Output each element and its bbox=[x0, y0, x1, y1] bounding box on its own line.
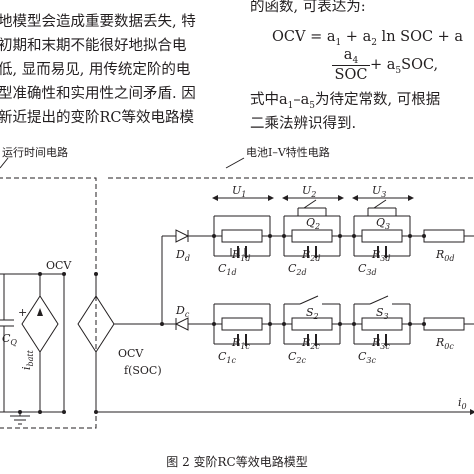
dc-label: Dc bbox=[175, 304, 190, 319]
c2d-label: C2d bbox=[288, 262, 307, 277]
u1-label: U1 bbox=[232, 184, 246, 199]
plus-sign: + bbox=[18, 306, 27, 319]
ibatt-label: ibatt bbox=[20, 349, 35, 370]
s2-label: S2 bbox=[306, 306, 319, 321]
r3d-label: R3d bbox=[371, 248, 391, 263]
q3-label: Q3 bbox=[376, 216, 390, 231]
q2-label: Q2 bbox=[306, 216, 320, 231]
ocv-equation-line-2: + a5SOC, bbox=[370, 57, 439, 76]
runtime-circuit-label: 运行时间电路 bbox=[2, 146, 68, 159]
c2c-label: C2c bbox=[288, 350, 307, 365]
figure-caption: 图 2 变阶RC等效电路模型 bbox=[166, 455, 308, 469]
right-text-line-3: 式中a1–a5为待定常数, 可根据 bbox=[250, 92, 441, 111]
r3c-label: R3c bbox=[371, 336, 390, 351]
left-text-line-5: 新近提出的变阶RC等效电路模 bbox=[0, 110, 195, 126]
cq-label: CQ bbox=[2, 332, 17, 347]
right-text-line-1: 的函数, 可表达为: bbox=[250, 0, 366, 15]
right-text-column: 的函数, 可表达为: OCV = a1 + a2 ln SOC + a a4 S… bbox=[246, 0, 474, 140]
ocv-equation-line-1: OCV = a1 + a2 ln SOC + a bbox=[272, 29, 464, 48]
c1d-label: C1d bbox=[218, 262, 237, 277]
f-soc-label: f(SOC) bbox=[124, 364, 162, 377]
iv-circuit-label: 电池I–V特性电路 bbox=[246, 145, 330, 159]
fraction-numerator: a4 bbox=[343, 47, 359, 66]
rc-equivalent-circuit-diagram: 运行时间电路 电池I–V特性电路 OCV OCV f(SOC) + CQ iba… bbox=[0, 145, 474, 429]
fraction-denominator: SOC bbox=[334, 67, 368, 83]
r2d-label: R2d bbox=[301, 248, 321, 263]
u2-label: U2 bbox=[302, 184, 316, 199]
r0d-label: R0d bbox=[435, 248, 455, 263]
c3d-label: C3d bbox=[358, 262, 377, 277]
left-text-line-2: 初期和末期不能很好地拟合电 bbox=[0, 38, 187, 54]
output-current-label: i0 bbox=[458, 396, 467, 411]
c1c-label: C1c bbox=[218, 350, 237, 365]
ocv-source-label: OCV bbox=[118, 347, 144, 360]
ocv-top-label: OCV bbox=[46, 259, 72, 272]
r2c-label: R2c bbox=[301, 336, 320, 351]
left-text-line-3: 低, 显而易见, 用传统定阶的电 bbox=[0, 62, 191, 78]
right-text-line-4: 二乘法辨识得到. bbox=[250, 116, 357, 132]
r1d-label: R1d bbox=[231, 248, 251, 263]
s3-label: S3 bbox=[376, 306, 389, 321]
u3-label: U3 bbox=[372, 184, 386, 199]
r0c-label: R0c bbox=[435, 336, 454, 351]
runtime-circuit-box bbox=[0, 177, 97, 429]
left-text-column: 地模型会造成重要数据丢失, 特 初期和末期不能很好地拟合电 低, 显而易见, 用… bbox=[0, 0, 240, 140]
left-text-line-4: 型准确性和实用性之间矛盾. 因 bbox=[0, 86, 196, 102]
r1c-label: R1c bbox=[231, 336, 250, 351]
c3c-label: C3c bbox=[358, 350, 377, 365]
left-text-line-1: 地模型会造成重要数据丢失, 特 bbox=[0, 14, 196, 30]
dd-label: Dd bbox=[175, 248, 190, 263]
fraction-bar bbox=[332, 65, 370, 66]
